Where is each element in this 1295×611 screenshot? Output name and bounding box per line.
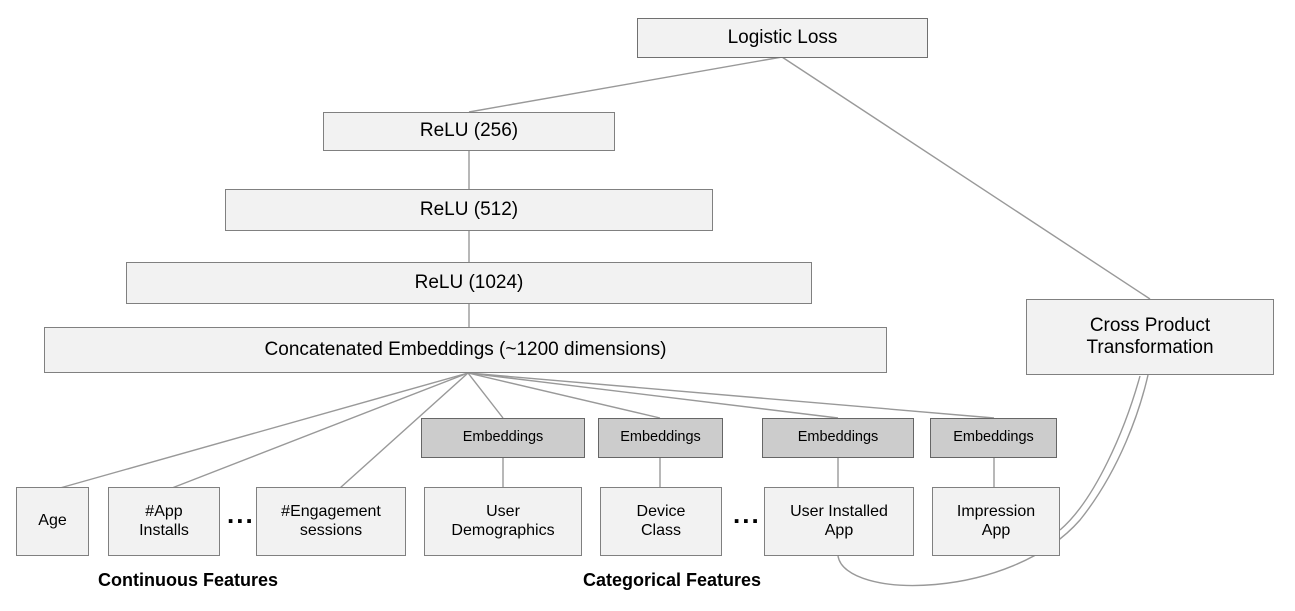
node-concatenated-embeddings[interactable]: Concatenated Embeddings (~1200 dimension…: [44, 327, 887, 373]
node-feature-engagement-sessions[interactable]: #Engagement sessions: [256, 487, 406, 556]
node-embedding-user-demographics[interactable]: Embeddings: [421, 418, 585, 458]
node-relu-256-label: ReLU (256): [419, 120, 519, 142]
node-embedding-2-label: Embeddings: [620, 429, 701, 446]
node-feature-age[interactable]: Age: [16, 487, 89, 556]
node-feature-engagement-sessions-label: #Engagement sessions: [281, 502, 381, 539]
node-embedding-user-installed-app[interactable]: Embeddings: [762, 418, 914, 458]
node-feature-app-installs[interactable]: #App Installs: [108, 487, 220, 556]
node-cross-product-transformation[interactable]: Cross Product Transformation: [1026, 299, 1274, 375]
caption-categorical-features: Categorical Features: [583, 570, 761, 591]
node-feature-device-class[interactable]: Device Class: [600, 487, 722, 556]
node-logistic-loss[interactable]: Logistic Loss: [637, 18, 928, 58]
ellipsis-continuous-label: ...: [227, 499, 255, 529]
edge-concat-to-age: [59, 372, 469, 489]
caption-continuous-features: Continuous Features: [98, 570, 278, 591]
edge-concat-to-embedding-1: [467, 372, 504, 419]
node-relu-1024[interactable]: ReLU (1024): [126, 262, 812, 304]
caption-continuous-features-label: Continuous Features: [98, 570, 279, 590]
node-logistic-loss-label: Logistic Loss: [727, 26, 838, 48]
node-relu-512-label: ReLU (512): [419, 198, 519, 220]
node-feature-user-demographics-label: User Demographics: [451, 502, 555, 539]
node-relu-512[interactable]: ReLU (512): [225, 189, 713, 231]
ellipsis-continuous: ...: [227, 501, 255, 527]
node-cross-product-transformation-label: Cross Product Transformation: [1086, 314, 1214, 358]
node-relu-1024-label: ReLU (1024): [414, 271, 524, 293]
node-feature-user-installed-app[interactable]: User Installed App: [764, 487, 914, 556]
edge-concat-to-embedding-2: [467, 372, 661, 419]
caption-categorical-features-label: Categorical Features: [583, 570, 762, 590]
ellipsis-categorical-label: ...: [733, 499, 761, 529]
node-embedding-4-label: Embeddings: [953, 429, 1034, 446]
node-feature-user-installed-app-label: User Installed App: [790, 502, 888, 539]
node-embedding-impression-app[interactable]: Embeddings: [930, 418, 1057, 458]
node-feature-app-installs-label: #App Installs: [139, 502, 189, 539]
node-embedding-3-label: Embeddings: [797, 429, 879, 446]
node-concatenated-embeddings-label: Concatenated Embeddings (~1200 dimension…: [264, 338, 667, 360]
node-embedding-device-class[interactable]: Embeddings: [598, 418, 723, 458]
node-feature-device-class-label: Device Class: [636, 502, 686, 539]
node-feature-age-label: Age: [38, 512, 67, 530]
edge-concat-to-embedding-4: [467, 372, 995, 419]
node-relu-256[interactable]: ReLU (256): [323, 112, 615, 151]
node-feature-impression-app-label: Impression App: [956, 502, 1036, 539]
node-feature-user-demographics[interactable]: User Demographics: [424, 487, 582, 556]
edge-loss-to-cross-product: [781, 56, 1151, 300]
node-embedding-1-label: Embeddings: [462, 429, 544, 446]
edge-concat-to-embedding-3: [467, 372, 839, 419]
ellipsis-categorical: ...: [733, 501, 761, 527]
node-feature-impression-app[interactable]: Impression App: [932, 487, 1060, 556]
edge-impression-app-to-cross-product: [1059, 375, 1141, 531]
edge-loss-to-relu256: [468, 56, 783, 113]
